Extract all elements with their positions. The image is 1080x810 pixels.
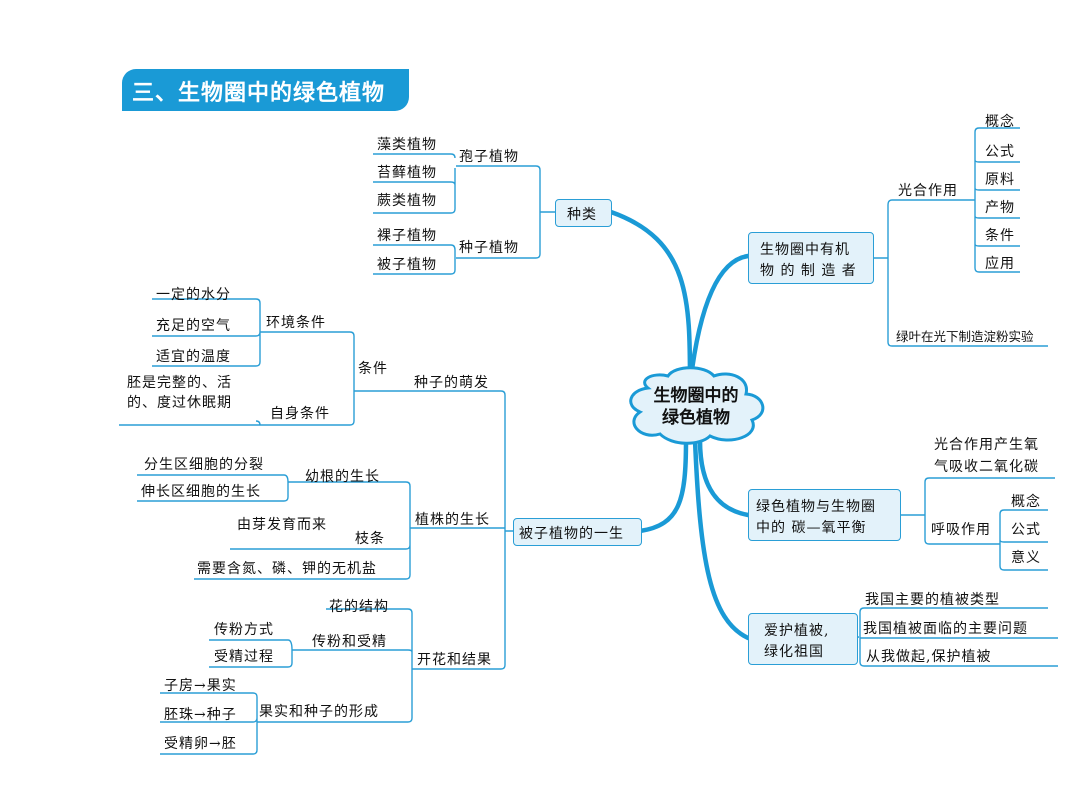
vegetation-problems: 我国植被面临的主要问题 (863, 621, 1028, 637)
center-line-2: 绿色植物 (662, 408, 730, 428)
ps-formula: 公式 (985, 144, 1015, 160)
protect-vegetation: 从我做起,保护植被 (866, 649, 992, 665)
gymnosperm: 裸子植物 (377, 228, 437, 244)
producer-line-2: 物 的 制 造 者 (760, 263, 857, 279)
pollination-method: 传粉方式 (214, 622, 274, 638)
balance-photo-line-1: 光合作用产生氧 (934, 437, 1039, 453)
center-cloud (629, 366, 765, 445)
elongation-growth: 伸长区细胞的生长 (141, 484, 261, 500)
plant-growth: 植株的生长 (415, 512, 490, 528)
page-title: 三、生物圈中的绿色植物 (132, 81, 386, 106)
box-life: 被子植物的一生 (513, 518, 642, 546)
ps-application: 应用 (985, 256, 1015, 272)
balance-photo-line-2: 气吸收二氧化碳 (934, 459, 1039, 475)
algae: 藻类植物 (377, 137, 437, 153)
seed-plants: 种子植物 (459, 240, 519, 256)
resp-formula: 公式 (1011, 522, 1041, 538)
title-banner (122, 69, 409, 111)
center-topic: 生物圈中的 绿色植物 (630, 385, 762, 429)
producer-line-1: 生物圈中有机 (760, 242, 850, 258)
angiosperm: 被子植物 (377, 257, 437, 273)
embryo-line-2: 的、度过休眠期 (127, 395, 232, 411)
moss: 苔藓植物 (377, 165, 437, 181)
zygote-embryo: 受精卵→胚 (164, 736, 237, 752)
box-protect: 爱护植被, 绿化祖国 (748, 613, 858, 665)
box-types: 种类 (555, 199, 612, 227)
balance-line-1: 绿色植物与生物圈 (756, 499, 876, 515)
types-label: 种类 (567, 207, 597, 223)
flowering-fruiting: 开花和结果 (417, 652, 492, 668)
ovule-seed: 胚珠→种子 (164, 707, 237, 723)
thick-branches (608, 209, 751, 641)
flower-structure: 花的结构 (329, 599, 389, 615)
protect-line-2: 绿化祖国 (764, 644, 824, 660)
balance-line-2: 中的 碳—氧平衡 (756, 520, 867, 536)
fruit-seed-formation: 果实和种子的形成 (259, 704, 379, 720)
spore-plants: 孢子植物 (459, 149, 519, 165)
temperature: 适宜的温度 (156, 349, 231, 365)
germination: 种子的萌发 (414, 375, 489, 391)
ovary-fruit: 子房→果实 (164, 678, 237, 694)
air: 充足的空气 (156, 318, 231, 334)
fern: 蕨类植物 (377, 193, 437, 209)
vegetation-types: 我国主要的植被类型 (865, 592, 1000, 608)
ps-product: 产物 (985, 200, 1015, 216)
bud-development: 由芽发育而来 (237, 517, 327, 533)
mineral-salts: 需要含氮、磷、钾的无机盐 (197, 561, 377, 577)
ps-material: 原料 (985, 172, 1015, 188)
branch: 枝条 (355, 531, 385, 547)
self-condition: 自身条件 (270, 406, 330, 422)
environment-condition: 环境条件 (266, 315, 326, 331)
starch-experiment: 绿叶在光下制造淀粉实验 (896, 329, 1034, 344)
pollination-fertilization: 传粉和受精 (312, 634, 387, 650)
photosynthesis: 光合作用 (898, 183, 958, 199)
center-line-1: 生物圈中的 (653, 386, 739, 406)
respiration: 呼吸作用 (931, 522, 991, 538)
box-carbon-oxygen: 绿色植物与生物圈 中的 碳—氧平衡 (748, 489, 901, 541)
thin-connectors (119, 127, 1058, 755)
ps-concept: 概念 (985, 114, 1015, 130)
fertilization-process: 受精过程 (214, 649, 274, 665)
box-producer: 生物圈中有机 物 的 制 造 者 (748, 232, 874, 284)
germination-condition: 条件 (358, 361, 388, 377)
protect-line-1: 爱护植被, (764, 623, 830, 639)
root-growth: 幼根的生长 (305, 469, 380, 485)
water: 一定的水分 (156, 287, 231, 303)
ps-condition: 条件 (985, 228, 1015, 244)
resp-concept: 概念 (1011, 494, 1041, 510)
meristem-division: 分生区细胞的分裂 (144, 457, 264, 473)
embryo-line-1: 胚是完整的、活 (127, 375, 232, 391)
life-label: 被子植物的一生 (519, 526, 624, 542)
resp-significance: 意义 (1011, 550, 1041, 566)
